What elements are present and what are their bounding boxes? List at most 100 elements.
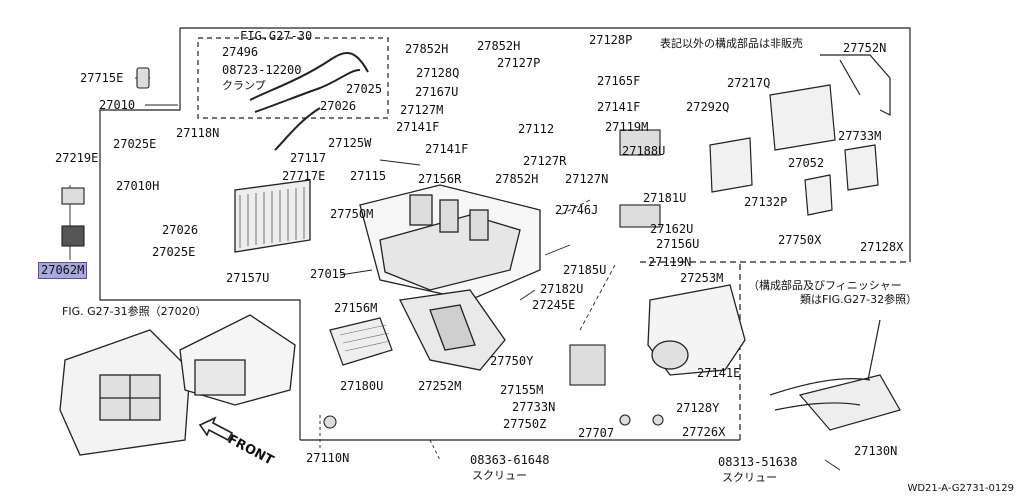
composition-note-line2: 類はFIG.G27-32参照） <box>800 293 918 306</box>
part-label-08723[interactable]: 08723-12200 <box>222 63 302 77</box>
part-label-27141F-c[interactable]: 27141F <box>597 100 641 114</box>
part-label-27127N[interactable]: 27127N <box>565 172 609 186</box>
sensor-27707 <box>619 414 631 426</box>
fig-ref-top[interactable]: FIG.G27-30 <box>240 29 313 43</box>
part-label-27128P[interactable]: 27128P <box>589 33 633 47</box>
actuator-27155M <box>569 344 606 386</box>
part-label-08363[interactable]: 08363-61648 <box>470 453 550 467</box>
blower-unit <box>59 329 191 456</box>
part-label-27752N[interactable]: 27752N <box>843 41 887 55</box>
part-label-27052[interactable]: 27052 <box>788 156 825 170</box>
part-label-27156R[interactable]: 27156R <box>418 172 462 186</box>
part-label-27117[interactable]: 27117 <box>290 151 327 165</box>
heater-unit-housing <box>359 184 541 371</box>
part-label-27496[interactable]: 27496 <box>222 45 259 59</box>
filter-27181U <box>619 204 661 228</box>
vent-duct <box>647 284 746 376</box>
part-label-27119M[interactable]: 27119M <box>605 120 649 134</box>
part-label-08313[interactable]: 08313-51638 <box>718 455 798 469</box>
part-label-27025E[interactable]: 27025E <box>113 137 157 151</box>
left-boundary <box>99 28 301 440</box>
part-label-27127R[interactable]: 27127R <box>523 154 567 168</box>
part-label-27162U[interactable]: 27162U <box>650 222 694 236</box>
part-label-27156M[interactable]: 27156M <box>334 301 378 315</box>
dashed-group-box <box>197 37 389 119</box>
part-label-27733N[interactable]: 27733N <box>512 400 556 414</box>
part-label-27715E[interactable]: 27715E <box>80 71 124 85</box>
part-label-27733M[interactable]: 27733M <box>838 129 882 143</box>
part-label-27110N[interactable]: 27110N <box>306 451 350 465</box>
part-label-27219E[interactable]: 27219E <box>55 151 99 165</box>
part-label-27141F-b[interactable]: 27141F <box>425 142 469 156</box>
part-label-27707[interactable]: 27707 <box>578 426 615 440</box>
part-label-27245E[interactable]: 27245E <box>532 298 576 312</box>
part-label-27025[interactable]: 27025 <box>346 82 383 96</box>
screw-note-a: スクリュー <box>472 469 527 482</box>
clamp-note: クランプ <box>222 79 266 92</box>
part-label-27128Y[interactable]: 27128Y <box>676 401 720 415</box>
control-module <box>709 84 879 216</box>
diagram-ref-code: WD21-A-G2731-0129 <box>907 483 1014 494</box>
part-label-27112[interactable]: 27112 <box>518 122 555 136</box>
part-label-27128X[interactable]: 27128X <box>860 240 904 254</box>
part-label-27026[interactable]: 27026 <box>162 223 199 237</box>
part-label-27128Q[interactable]: 27128Q <box>416 66 460 80</box>
part-label-27717E[interactable]: 27717E <box>282 169 326 183</box>
part-label-27726X[interactable]: 27726X <box>682 425 726 439</box>
part-label-27141E[interactable]: 27141E <box>697 366 741 380</box>
screw-note-b: スクリュー <box>722 471 777 484</box>
part-label-27750X[interactable]: 27750X <box>778 233 822 247</box>
grommet-27715E <box>136 67 150 89</box>
part-label-27118N[interactable]: 27118N <box>176 126 220 140</box>
part-label-27156U[interactable]: 27156U <box>656 237 700 251</box>
part-label-27852H-c[interactable]: 27852H <box>495 172 539 186</box>
part-label-27165F[interactable]: 27165F <box>597 74 641 88</box>
part-label-27132P[interactable]: 27132P <box>744 195 788 209</box>
heater-hoses <box>249 52 369 151</box>
main-boundary-box <box>180 27 911 262</box>
sensor-27726X <box>652 414 664 426</box>
part-label-27010[interactable]: 27010 <box>99 98 136 112</box>
part-label-27015[interactable]: 27015 <box>310 267 347 281</box>
part-label-27127P[interactable]: 27127P <box>497 56 541 70</box>
part-label-27292Q[interactable]: 27292Q <box>686 100 730 114</box>
part-label-27852H-b[interactable]: 27852H <box>477 39 521 53</box>
part-label-27185U[interactable]: 27185U <box>563 263 607 277</box>
part-label-27750Y[interactable]: 27750Y <box>490 354 534 368</box>
part-label-27155M[interactable]: 27155M <box>500 383 544 397</box>
part-label-27180U[interactable]: 27180U <box>340 379 384 393</box>
part-label-27217Q[interactable]: 27217Q <box>727 76 771 90</box>
front-arrow-icon <box>198 416 234 442</box>
part-label-27182U[interactable]: 27182U <box>540 282 584 296</box>
fig-ref-left[interactable]: FIG. G27-31参照（27020） <box>62 305 207 318</box>
part-label-27746J[interactable]: 27746J <box>555 203 599 217</box>
part-label-27025E-lower[interactable]: 27025E <box>152 245 196 259</box>
part-label-27119N[interactable]: 27119N <box>648 255 692 269</box>
bracket-27219E <box>61 187 85 205</box>
part-label-27188U[interactable]: 27188U <box>622 144 666 158</box>
filter-27188U <box>619 129 661 156</box>
part-label-27181U[interactable]: 27181U <box>643 191 687 205</box>
part-label-27750M[interactable]: 27750M <box>330 207 374 221</box>
part-label-27167U[interactable]: 27167U <box>415 85 459 99</box>
relay-27062M <box>61 225 85 247</box>
clip-27110N <box>323 415 337 429</box>
part-label-27253M[interactable]: 27253M <box>680 271 724 285</box>
part-label-27026-top[interactable]: 27026 <box>320 99 357 113</box>
part-label-27750Z[interactable]: 27750Z <box>503 417 547 431</box>
part-label-27252M[interactable]: 27252M <box>418 379 462 393</box>
part-label-27062M[interactable]: 27062M <box>38 262 88 279</box>
part-label-27157U[interactable]: 27157U <box>226 271 270 285</box>
part-label-27141F-a[interactable]: 27141F <box>396 120 440 134</box>
part-label-27127M[interactable]: 27127M <box>400 103 444 117</box>
bracket-27752N <box>820 54 891 116</box>
part-label-27125W[interactable]: 27125W <box>328 136 372 150</box>
part-label-27130N[interactable]: 27130N <box>854 444 898 458</box>
composition-note-line1: （構成部品及びフィニッシャー <box>748 279 902 292</box>
heater-core <box>234 179 311 253</box>
part-label-27115[interactable]: 27115 <box>350 169 387 183</box>
part-label-27852H-a[interactable]: 27852H <box>405 42 449 56</box>
part-label-27010H[interactable]: 27010H <box>116 179 160 193</box>
filter-element <box>329 317 393 366</box>
intake-duct <box>179 314 296 406</box>
